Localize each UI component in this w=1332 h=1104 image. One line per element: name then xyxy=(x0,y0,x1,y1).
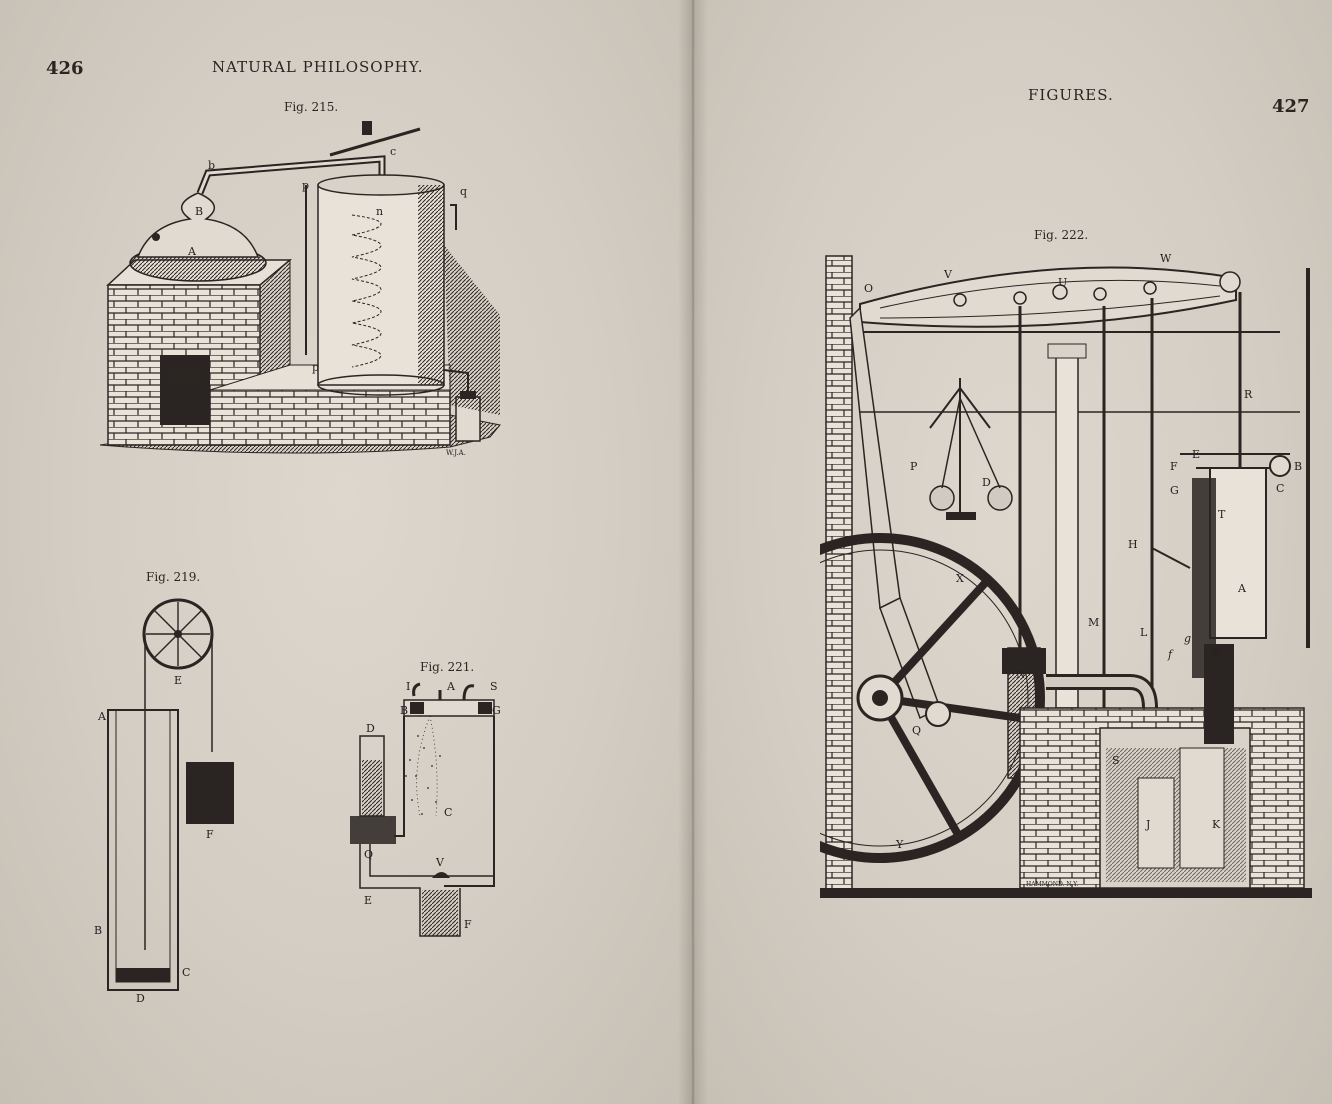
fig222-label-Y: Y xyxy=(895,838,904,851)
fig221-label-G: G xyxy=(492,704,501,717)
fig222-label-L: L xyxy=(1140,626,1148,639)
fig222-steam-engine-illustration: O V U W R P D F E B G C T H X A M L g f … xyxy=(820,252,1312,898)
fig222-label-A: A xyxy=(1237,582,1247,595)
fig221-label-S: S xyxy=(490,680,498,693)
fig222-label-K: K xyxy=(1212,818,1221,831)
fig219-label-E: E xyxy=(174,674,182,687)
fig221-label-F: F xyxy=(464,918,472,931)
fig221-label-D: D xyxy=(366,722,375,735)
fig222-label-f: f xyxy=(1167,648,1174,661)
fig222-label-E2: E xyxy=(1212,646,1220,659)
fig222-label-W: W xyxy=(1160,252,1172,265)
left-page-number: 426 xyxy=(46,58,84,79)
fig222-label-U: U xyxy=(1058,276,1067,289)
fig222-label-O: O xyxy=(864,282,873,295)
fig221-label-Q: Q xyxy=(364,848,373,861)
fig222-label-N: N xyxy=(1016,668,1026,681)
fig221-label-A: A xyxy=(446,680,456,693)
fig215-label-q: q xyxy=(460,185,467,198)
fig221-caption: Fig. 221. xyxy=(420,660,475,674)
fig215-label-c: c xyxy=(390,145,396,158)
book-gutter xyxy=(678,0,708,1104)
fig222-label-T: T xyxy=(1218,508,1226,521)
fig215-label-A: A xyxy=(187,245,197,258)
fig219-pulley-illustration: A B C D E F xyxy=(94,598,234,1005)
fig221-label-V: V xyxy=(435,856,445,869)
fig219-label-A: A xyxy=(97,710,107,723)
fig221-label-C: C xyxy=(444,806,452,819)
fig222-label-X: X xyxy=(956,572,964,585)
fig215-engraver-signature: W.J.A. xyxy=(446,449,466,457)
fig215-still-illustration: b c B A p q n p W.J.A. xyxy=(99,121,501,457)
fig215-label-p: p xyxy=(302,179,309,192)
fig215-label-B: B xyxy=(195,205,203,218)
fig222-label-F: F xyxy=(1170,460,1178,473)
fig222-label-D: D xyxy=(982,476,991,489)
fig222-label-H: H xyxy=(1128,538,1138,551)
fig222-label-P: P xyxy=(910,460,918,473)
fig221-label-E: E xyxy=(364,894,372,907)
fig222-label-E: E xyxy=(1192,448,1200,461)
fig222-label-M: M xyxy=(1088,616,1099,629)
fig222-label-G: G xyxy=(1170,484,1179,497)
fig219-caption: Fig. 219. xyxy=(146,570,201,584)
fig222-label-g: g xyxy=(1184,632,1191,645)
fig221-fountain-illustration: I A S B G D C Q V E F xyxy=(350,680,501,937)
fig215-caption: Fig. 215. xyxy=(284,100,339,114)
fig219-label-D: D xyxy=(136,992,145,1005)
fig222-label-J: J xyxy=(1145,818,1150,831)
left-running-head: NATURAL PHILOSOPHY. xyxy=(212,58,424,76)
right-running-head: FIGURES. xyxy=(1028,86,1114,104)
fig222-label-R: R xyxy=(1244,388,1253,401)
fig215-label-p2: p xyxy=(312,361,319,374)
fig222-label-C: C xyxy=(1276,482,1284,495)
fig222-caption: Fig. 222. xyxy=(1034,228,1089,242)
fig222-label-V: V xyxy=(943,268,953,281)
fig219-label-C: C xyxy=(182,966,190,979)
fig215-label-b: b xyxy=(208,159,215,172)
fig222-label-B: B xyxy=(1294,460,1302,473)
right-page-number: 427 xyxy=(1272,96,1310,117)
fig219-label-B: B xyxy=(94,924,102,937)
fig222-label-Q: Q xyxy=(912,724,921,737)
fig219-label-F: F xyxy=(206,828,214,841)
fig215-label-n: n xyxy=(376,205,383,218)
fig221-label-I: I xyxy=(406,680,410,693)
fig221-label-B: B xyxy=(400,704,408,717)
fig222-label-S: S xyxy=(1112,754,1120,767)
fig222-engraver-signature: HAMMOND. N.Y. xyxy=(1026,881,1078,888)
